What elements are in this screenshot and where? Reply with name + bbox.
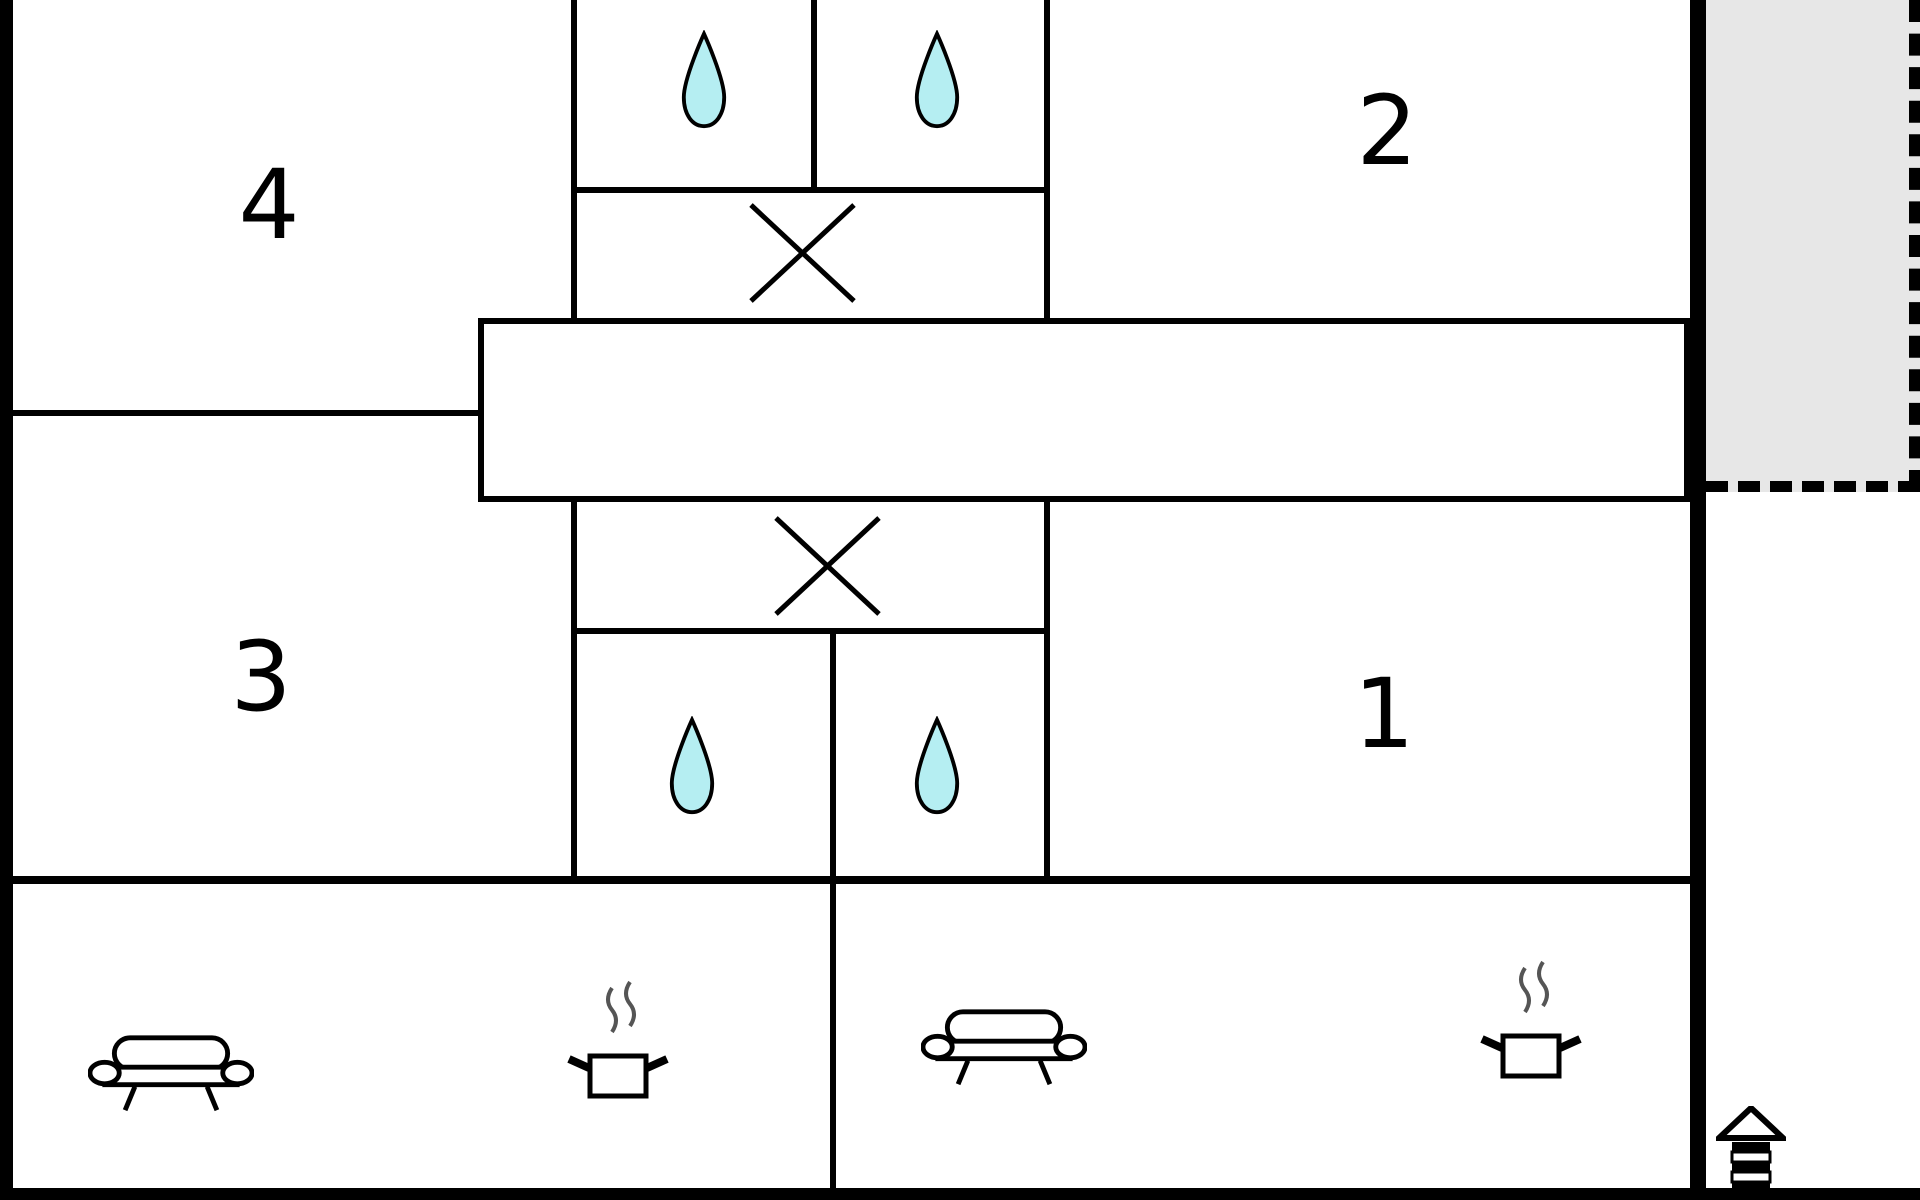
cross-icon xyxy=(770,513,885,623)
water-drop-icon xyxy=(663,715,721,820)
wall-room4-right xyxy=(571,0,577,318)
wall-top-droprooms-bottom xyxy=(571,187,1050,193)
wall-right-thick xyxy=(1690,0,1706,1200)
wall-room3-right xyxy=(571,490,577,882)
room-label-1: 1 xyxy=(1353,658,1415,770)
water-drop-icon xyxy=(908,29,966,134)
water-drop-icon xyxy=(675,29,733,134)
stove-pot-icon xyxy=(562,980,674,1134)
room-label-4: 4 xyxy=(238,149,300,261)
wall-left xyxy=(0,0,13,1200)
wall-room1-left xyxy=(1044,490,1050,882)
room-label-3: 3 xyxy=(230,621,292,733)
wall-room2-left xyxy=(1044,0,1050,318)
wall-bottom xyxy=(0,1188,1920,1200)
wall-living-top xyxy=(0,876,1690,884)
water-drop-icon xyxy=(908,715,966,820)
terrace-area xyxy=(1706,0,1920,492)
wall-lower-divider xyxy=(830,628,836,1200)
well-icon xyxy=(1711,1103,1791,1200)
wall-top-drop-divider xyxy=(811,0,817,190)
sofa-icon xyxy=(920,1006,1088,1094)
corridor xyxy=(478,318,1690,502)
wall-room4-bottom xyxy=(0,410,478,416)
sofa-icon xyxy=(87,1032,255,1120)
room-label-2: 2 xyxy=(1356,75,1418,187)
cross-icon xyxy=(745,200,860,310)
wall-lower-droprooms-top xyxy=(571,628,1050,634)
stove-pot-icon xyxy=(1475,960,1587,1114)
